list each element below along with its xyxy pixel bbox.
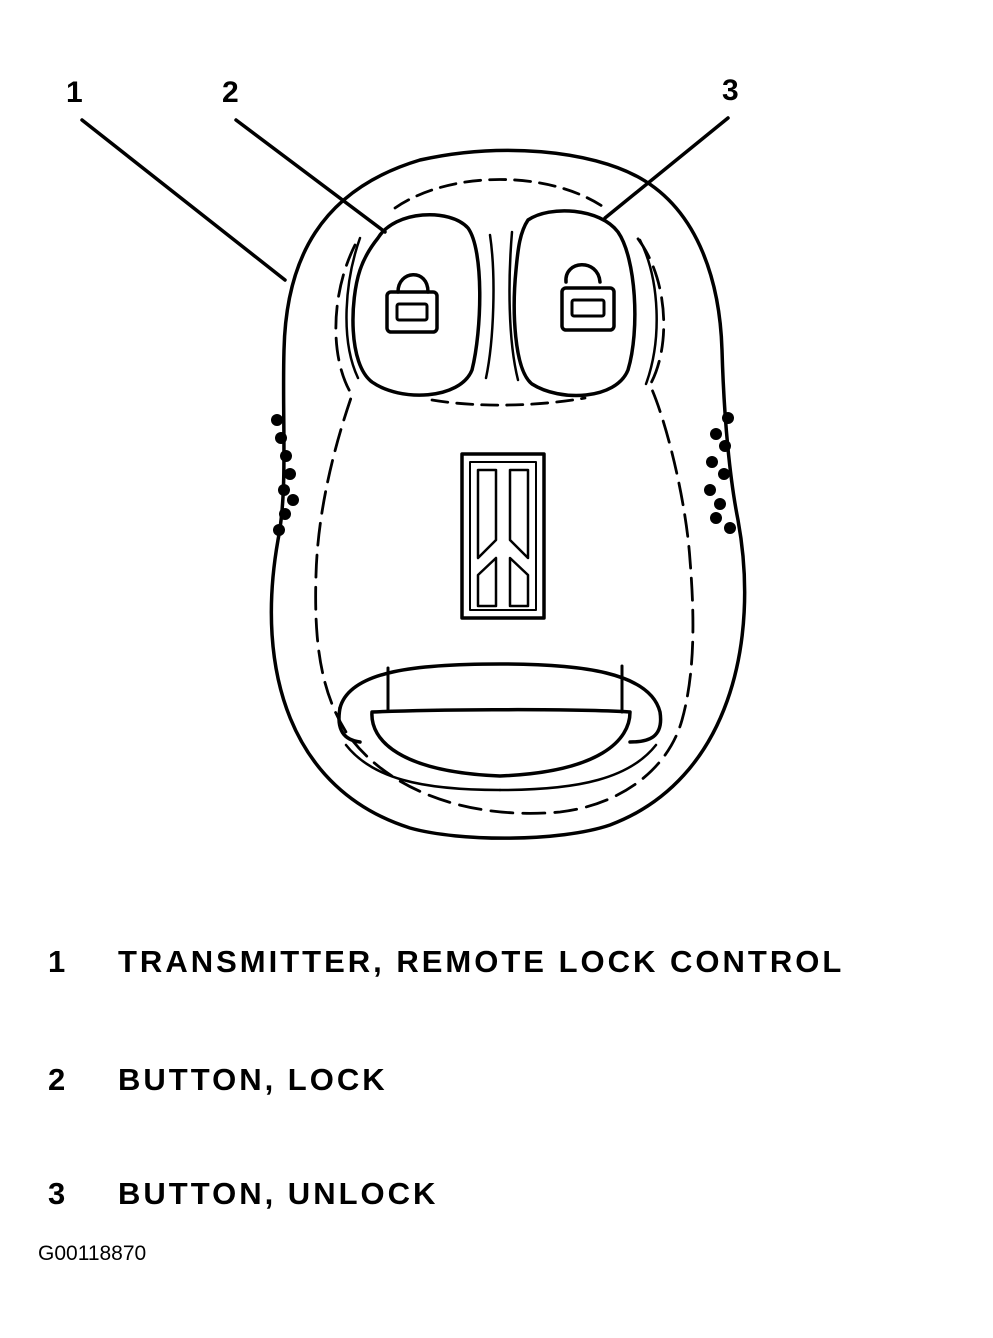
legend-label: BUTTON, LOCK	[118, 1062, 388, 1097]
legend-number: 1	[48, 944, 69, 979]
legend-label: BUTTON, UNLOCK	[118, 1176, 439, 1211]
callout-1: 1	[66, 76, 83, 109]
callout-3: 3	[722, 74, 739, 107]
figure-id: G00118870	[38, 1242, 147, 1265]
locked-padlock-icon	[385, 273, 439, 334]
legend-number: 3	[48, 1176, 69, 1211]
grip-dots-right	[704, 412, 736, 534]
leader-line-2	[234, 118, 387, 234]
lock-button[interactable]	[345, 212, 495, 397]
key-ring-slot	[337, 662, 663, 792]
unlock-button[interactable]	[508, 209, 658, 398]
transmitter-body	[269, 148, 747, 840]
callout-2: 2	[222, 76, 239, 109]
leader-lines	[80, 116, 730, 282]
legend-item-lock-button: 2 BUTTON, LOCK	[0, 1062, 993, 1106]
leader-line-3	[603, 116, 730, 220]
grip-dots-left	[271, 414, 299, 536]
unlocked-padlock-icon	[560, 263, 616, 332]
legend-item-unlock-button: 3 BUTTON, UNLOCK	[0, 1176, 993, 1220]
brand-logo-icon	[460, 452, 546, 620]
legend-label: TRANSMITTER, REMOTE LOCK CONTROL	[118, 944, 845, 979]
key-fob-illustration: 1 2 3	[66, 74, 747, 840]
legend-number: 2	[48, 1062, 69, 1097]
leader-line-1	[80, 118, 287, 282]
legend-item-transmitter: 1 TRANSMITTER, REMOTE LOCK CONTROL	[0, 944, 993, 988]
